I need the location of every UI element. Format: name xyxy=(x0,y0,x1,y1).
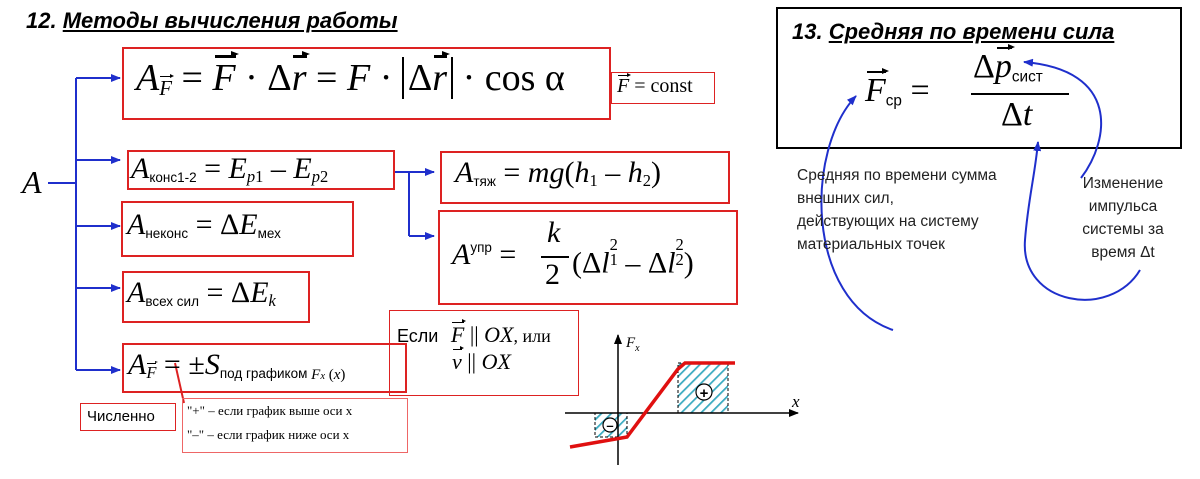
plus-sign: + xyxy=(700,385,709,402)
right-title: 13. Средняя по времени сила xyxy=(792,19,1114,45)
formula-average-force: Fср = Δpсист Δt xyxy=(865,43,1165,143)
x-axis-label: x xyxy=(791,392,800,411)
formula-box-nonconservative xyxy=(121,201,354,257)
y-axis-label: Fx xyxy=(625,335,640,354)
formula-work-definition: AF = F · Δr = F · Δr · cos α xyxy=(136,51,565,101)
left-title-number: 12. xyxy=(26,8,57,33)
average-force-box xyxy=(776,7,1182,149)
sign-note-minus: "–" – если график ниже оси x xyxy=(187,427,350,442)
formula-conservative: Aконс1-2 = Ep1 – Ep2 xyxy=(131,152,329,187)
formula-box-conservative xyxy=(127,150,395,190)
minus-sign: – xyxy=(606,418,613,433)
condition-line-2: v || OX xyxy=(452,346,511,374)
formula-all-forces: Aвсех сил = ΔEk xyxy=(127,276,276,311)
constant-force-condition xyxy=(611,72,715,104)
formula-gravity: Aтяж = mg(h1 – h2) xyxy=(455,156,661,191)
right-title-text: Средняя по времени сила xyxy=(828,19,1115,44)
formula-box-elastic xyxy=(438,210,738,305)
formula-nonconservative: Aнеконс = ΔEмех xyxy=(127,208,281,242)
formula-box-work-definition xyxy=(122,47,611,120)
formula-box-graph-area xyxy=(122,343,407,393)
right-title-number: 13. xyxy=(792,19,823,44)
formula-box-gravity xyxy=(440,151,730,204)
numerically-label-box xyxy=(80,403,176,431)
formula-box-all-forces xyxy=(122,271,310,323)
force-curve xyxy=(569,361,735,449)
sign-notes-box xyxy=(182,398,408,453)
numerically-label: Численно xyxy=(87,408,155,425)
left-title: 12. Методы вычисления работы xyxy=(26,8,398,34)
work-symbol-root: A xyxy=(22,164,42,200)
condition-line-1: Если F || OX, или xyxy=(397,319,551,347)
formula-graph-area: AF = ±Sпод графиком Fx (x) xyxy=(128,348,346,383)
constant-force-text: F = const xyxy=(617,72,693,97)
sign-note-plus: "+" – если график выше оси x xyxy=(187,403,353,418)
note-sum-of-external-forces: Средняя по времени сумма внешних сил, де… xyxy=(797,167,997,253)
force-displacement-graph: – + Fx x xyxy=(565,334,800,465)
note-momentum-change: Изменение импульса системы за время Δt xyxy=(1082,175,1164,261)
left-title-text: Методы вычисления работы xyxy=(62,8,398,33)
condition-box xyxy=(389,310,579,396)
